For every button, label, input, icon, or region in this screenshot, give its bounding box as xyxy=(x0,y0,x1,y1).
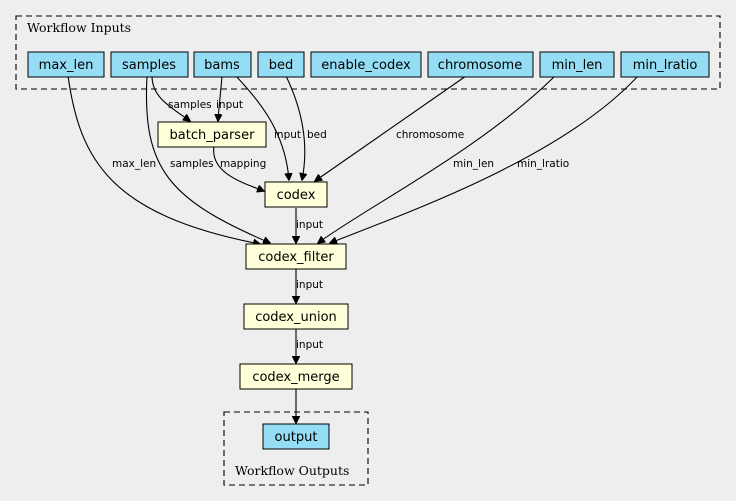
workflow-inputs-cluster: Workflow Inputs xyxy=(15,15,721,90)
step-node-codex-filter-label: codex_filter xyxy=(258,250,334,265)
edge-label-bams-batch-parser: input xyxy=(216,99,243,111)
input-node-bed[interactable]: bed xyxy=(257,51,305,78)
step-node-batch-parser[interactable]: batch_parser xyxy=(157,121,267,148)
step-node-batch-parser-label: batch_parser xyxy=(170,128,256,143)
input-node-bams[interactable]: bams xyxy=(193,51,252,78)
step-node-codex-union-label: codex_union xyxy=(255,310,337,325)
edge-label-bams-codex: input xyxy=(274,129,301,141)
workflow-inputs-title: Workflow Inputs xyxy=(27,20,131,35)
input-node-samples-label: samples xyxy=(122,58,176,73)
edge-samples-codex-filter xyxy=(145,75,270,243)
edge-chromosome-codex xyxy=(315,75,467,181)
edge-bams-codex xyxy=(235,75,289,180)
edge-min-len-codex-filter xyxy=(318,75,556,243)
step-node-codex-merge-label: codex_merge xyxy=(252,370,339,385)
input-node-max-len[interactable]: max_len xyxy=(27,51,105,78)
input-node-chromosome[interactable]: chromosome xyxy=(427,51,534,78)
output-node[interactable]: output xyxy=(262,423,330,450)
output-node-label: output xyxy=(275,430,318,445)
edge-label-codex-filter-codex-union: input xyxy=(296,279,323,291)
input-nodes: max_len samples bams bed enable_codex ch… xyxy=(27,51,710,78)
edge-label-max-len-codex-filter: max_len xyxy=(112,158,156,170)
input-node-chromosome-label: chromosome xyxy=(438,58,522,73)
workflow-outputs-title: Workflow Outputs xyxy=(235,463,349,478)
edge-label-min-lratio-codex-filter: min_lratio xyxy=(517,158,569,170)
edge-bed-codex xyxy=(285,75,305,180)
input-node-max-len-label: max_len xyxy=(39,58,94,73)
edge-label-samples-batch-parser: samples xyxy=(168,99,212,111)
input-node-samples[interactable]: samples xyxy=(110,51,189,78)
edge-label-samples-codex-filter: samples xyxy=(170,158,214,170)
step-node-codex-label: codex xyxy=(277,188,316,203)
edge-label-chromosome-codex: chromosome xyxy=(396,129,464,141)
step-node-codex-filter[interactable]: codex_filter xyxy=(245,243,347,270)
input-node-min-lratio[interactable]: min_lratio xyxy=(620,51,710,78)
edge-label-min-len-codex-filter: min_len xyxy=(453,158,494,170)
input-node-enable-codex[interactable]: enable_codex xyxy=(310,51,422,78)
edge-min-lratio-codex-filter xyxy=(330,75,639,243)
edge-label-codex-union-codex-merge: input xyxy=(296,339,323,351)
step-node-codex-merge[interactable]: codex_merge xyxy=(239,363,353,390)
input-node-min-len-label: min_len xyxy=(552,58,603,73)
edge-samples-batch-parser xyxy=(151,75,190,121)
edge-label-codex-codex-filter: input xyxy=(296,219,323,231)
step-node-codex-union[interactable]: codex_union xyxy=(243,303,349,330)
input-node-enable-codex-label: enable_codex xyxy=(321,58,411,73)
input-node-min-lratio-label: min_lratio xyxy=(633,58,698,73)
edge-bams-batch-parser xyxy=(218,75,223,121)
edge-label-bed-codex: bed xyxy=(307,129,327,141)
input-node-bed-label: bed xyxy=(269,58,294,73)
edges: samples input input bed chromosome mappi… xyxy=(67,75,639,423)
edge-label-batch-parser-codex: mapping xyxy=(220,158,266,170)
input-node-bams-label: bams xyxy=(204,58,240,73)
edge-max-len-codex-filter xyxy=(67,75,260,244)
step-node-codex[interactable]: codex xyxy=(264,181,328,208)
step-nodes: batch_parser codex codex_filter codex_un… xyxy=(157,121,353,390)
input-node-min-len[interactable]: min_len xyxy=(539,51,615,78)
edge-batch-parser-codex xyxy=(213,145,264,191)
